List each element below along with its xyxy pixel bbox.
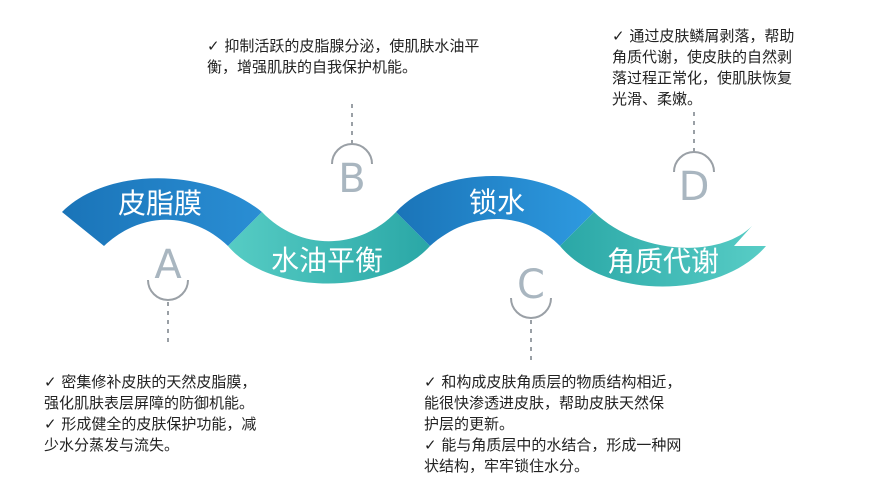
- note-d-line: ✓ 通过皮肤鳞屑剥落，帮助: [612, 27, 795, 45]
- marker-a-arc: [147, 279, 189, 301]
- segment-d-label: 角质代谢: [607, 245, 719, 278]
- marker-d-arc: [673, 151, 715, 173]
- note-b: ✓ 抑制活跃的皮脂腺分泌，使肌肤水油平 衡，增强肌肤的自我保护机能。: [207, 36, 479, 78]
- note-a-line: 强化肌肤表层屏障的防御机能。: [44, 394, 255, 412]
- note-a-line: ✓ 密集修补皮肤的天然皮脂膜，: [44, 373, 257, 391]
- letter-b: B: [338, 156, 365, 202]
- note-d-line: 角质代谢，使皮肤的自然剥: [612, 48, 793, 66]
- note-d: ✓ 通过皮肤鳞屑剥落，帮助 角质代谢，使皮肤的自然剥 落过程正常化，使肌肤恢复 …: [612, 26, 794, 110]
- marker-a: A: [147, 242, 189, 345]
- note-b-line: 衡，增强肌肤的自我保护机能。: [207, 58, 418, 76]
- segment-c-band: [396, 176, 594, 246]
- note-d-line: 落过程正常化，使肌肤恢复: [612, 69, 793, 87]
- note-c-line: 护层的更新。: [424, 415, 515, 433]
- note-c-line: ✓ 能与角质层中的水结合，形成一种网: [424, 436, 682, 454]
- marker-b: B: [331, 104, 373, 202]
- letter-a: A: [154, 242, 182, 288]
- note-a: ✓ 密集修补皮肤的天然皮脂膜， 强化肌肤表层屏障的防御机能。 ✓ 形成健全的皮肤…: [44, 372, 256, 456]
- marker-c: C: [510, 262, 552, 362]
- letter-d: D: [679, 164, 710, 210]
- note-c-line: ✓ 和构成皮肤角质层的物质结构相近，: [424, 373, 682, 391]
- marker-d: D: [673, 112, 715, 210]
- note-d-line: 光滑、柔嫩。: [612, 90, 703, 108]
- note-c-line: 状结构，牢牢锁住水分。: [424, 457, 590, 475]
- note-b-line: ✓ 抑制活跃的皮脂腺分泌，使肌肤水油平: [207, 37, 480, 55]
- note-c-line: 能很快渗透进皮肤，帮助皮肤天然保: [424, 394, 665, 412]
- segment-c-label: 锁水: [469, 186, 525, 219]
- segment-a-band: [62, 178, 262, 246]
- segment-b-label: 水油平衡: [271, 244, 383, 277]
- segment-d-band: [560, 212, 766, 287]
- segment-b-band: [228, 212, 430, 284]
- note-a-line: ✓ 形成健全的皮肤保护功能，减: [44, 415, 257, 433]
- note-a-line: 少水分蒸发与流失。: [44, 436, 180, 454]
- marker-c-arc: [510, 297, 552, 319]
- note-c: ✓ 和构成皮肤角质层的物质结构相近， 能很快渗透进皮肤，帮助皮肤天然保 护层的更…: [424, 372, 681, 477]
- marker-b-arc: [331, 143, 373, 165]
- letter-c: C: [517, 262, 545, 308]
- segment-a-label: 皮脂膜: [118, 187, 202, 220]
